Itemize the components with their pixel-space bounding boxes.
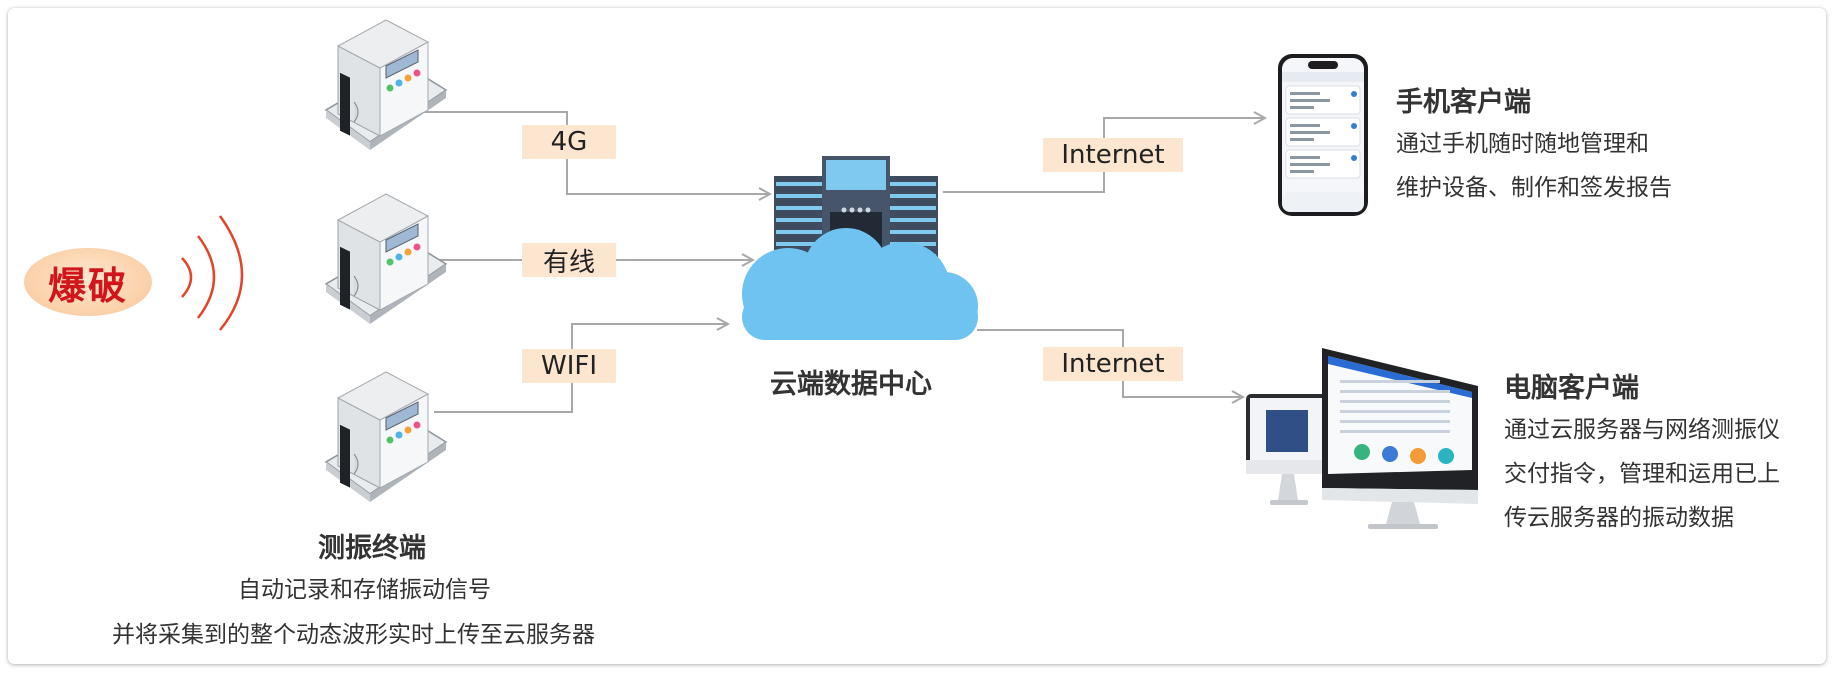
blast-label: 爆破 bbox=[47, 263, 128, 308]
pc-desc-3: 传云服务器的振动数据 bbox=[1504, 505, 1734, 531]
pc-desc-2: 交付指令，管理和运用已上 bbox=[1504, 461, 1780, 487]
mobile-desc-2: 维护设备、制作和签发报告 bbox=[1396, 175, 1672, 201]
vibration-sensor-icon bbox=[324, 193, 448, 324]
pc-desc-1: 通过云服务器与网络测振仪 bbox=[1504, 417, 1780, 443]
label-internet-bottom: Internet bbox=[1043, 347, 1183, 381]
mobile-desc-1: 通过手机随时随地管理和 bbox=[1396, 131, 1649, 157]
pc-title: 电脑客户端 bbox=[1504, 373, 1639, 404]
label-4g: 4G bbox=[522, 125, 616, 159]
desktop-computers-icon bbox=[1246, 348, 1478, 529]
datacenter-label: 云端数据中心 bbox=[770, 369, 932, 400]
label-wired: 有线 bbox=[522, 243, 616, 278]
cloud-datacenter-icon bbox=[742, 156, 978, 340]
label-wifi-text: WIFI bbox=[541, 351, 597, 381]
mobile-title: 手机客户端 bbox=[1396, 87, 1531, 118]
vibration-sensor-icon bbox=[324, 19, 448, 150]
vibration-sensor-icon bbox=[324, 371, 448, 502]
label-4g-text: 4G bbox=[550, 127, 588, 157]
blast-waves-icon bbox=[181, 215, 244, 331]
terminal-title: 测振终端 bbox=[318, 533, 426, 564]
label-internet-top: Internet bbox=[1043, 138, 1183, 172]
label-wired-text: 有线 bbox=[542, 247, 595, 278]
label-wifi: WIFI bbox=[522, 349, 616, 383]
terminal-desc-2: 并将采集到的整个动态波形实时上传至云服务器 bbox=[112, 622, 595, 648]
label-internet-bottom-text: Internet bbox=[1061, 349, 1165, 379]
terminal-desc-1: 自动记录和存储振动信号 bbox=[238, 577, 491, 603]
smartphone-icon bbox=[1278, 54, 1368, 216]
label-internet-top-text: Internet bbox=[1061, 140, 1165, 170]
blast-badge: 爆破 bbox=[24, 248, 152, 316]
